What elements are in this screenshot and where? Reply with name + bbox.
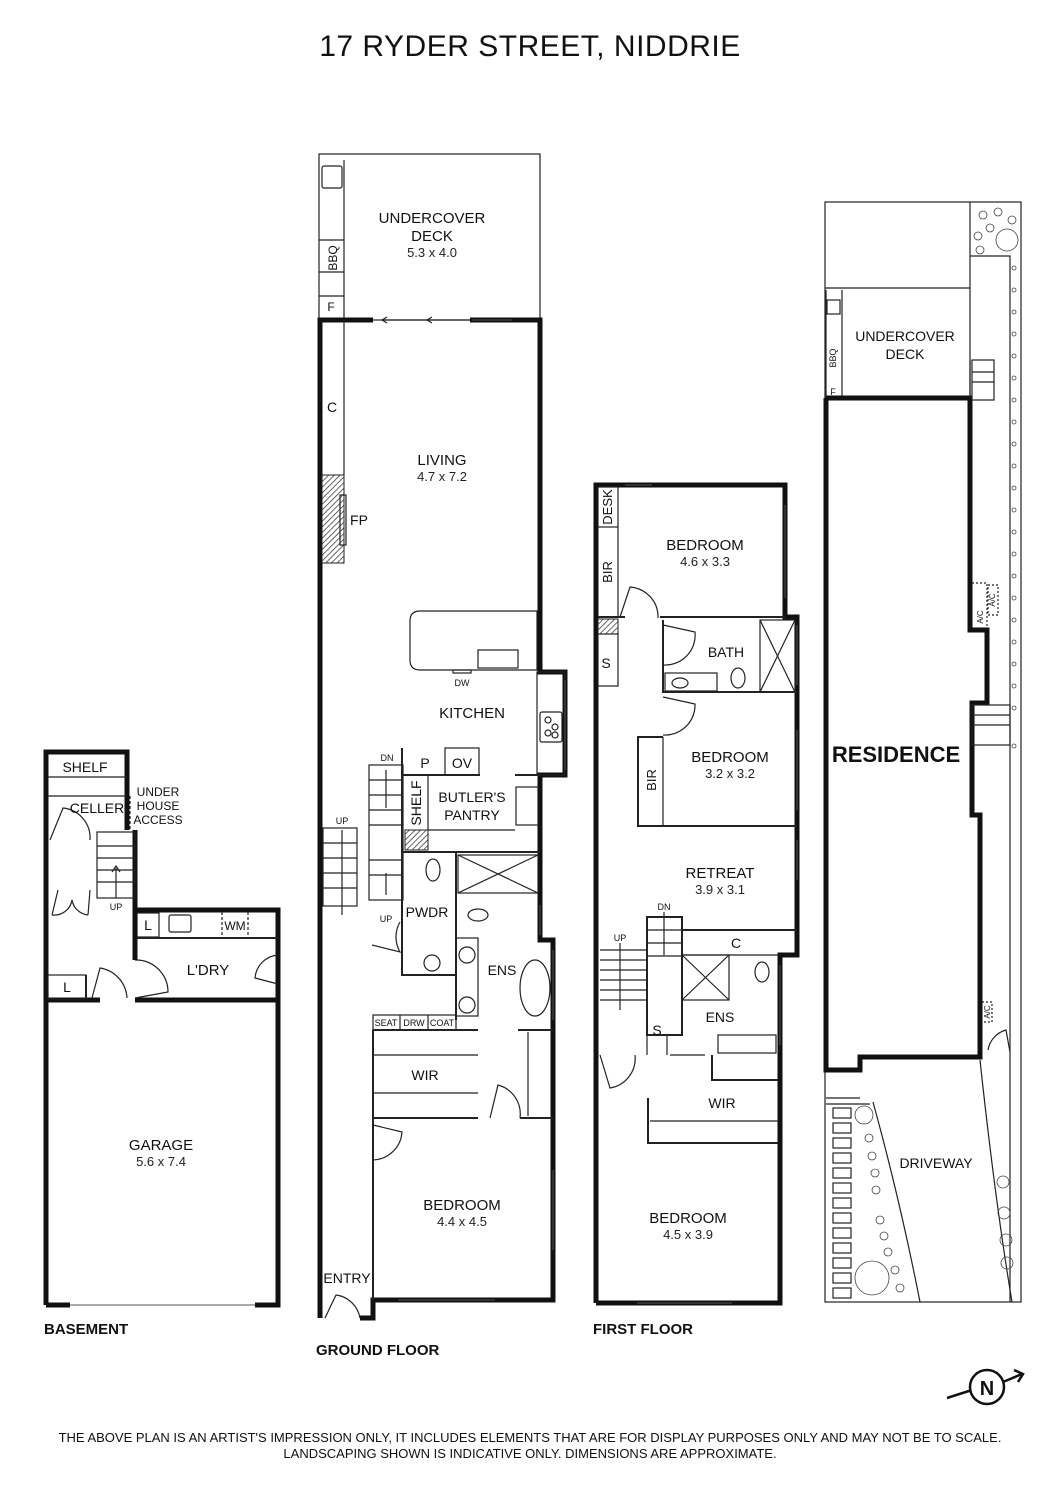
ac-unit-3-label: A/C	[983, 1005, 992, 1019]
under-house-access-label-2: HOUSE	[137, 799, 180, 813]
gf-ensuite-label: ENS	[488, 962, 517, 978]
basement-linen-1-label: L	[144, 917, 152, 933]
retreat-dimensions: 3.9 x 3.1	[695, 882, 745, 897]
ac-unit-1-label: A/C	[976, 610, 985, 624]
site-deck-label-1: UNDERCOVER	[855, 328, 955, 344]
pantry-p-label: P	[420, 755, 429, 771]
celler-label: CELLER	[70, 800, 124, 816]
butlers-pantry-label-2: PANTRY	[444, 807, 500, 823]
basement-plan: SHELF CELLER UNDER HOUSE ACCESS UP L L W…	[43, 749, 281, 1338]
ff-s-2-label: S	[652, 1022, 661, 1038]
ff-bedroom-2-dimensions: 3.2 x 3.2	[705, 766, 755, 781]
gf-up-label-2: UP	[380, 914, 393, 924]
ff-bir-1-label: BIR	[600, 561, 615, 583]
living-label: LIVING	[417, 452, 466, 469]
site-bbq-label: BBQ	[828, 348, 838, 367]
kitchen-label: KITCHEN	[439, 705, 505, 722]
residence-label: RESIDENCE	[832, 742, 960, 767]
basement-floor-label: BASEMENT	[44, 1321, 128, 1338]
basement-stairs-up-label: UP	[110, 902, 123, 912]
basement-linen-2-label: L	[63, 979, 71, 995]
ff-dn-label: DN	[658, 902, 671, 912]
first-floor-plan: DESK BIR BEDROOM 4.6 x 3.3 S BATH BIR BE…	[593, 482, 800, 1338]
site-deck-label-2: DECK	[886, 346, 926, 362]
compass-north-label: N	[980, 1378, 994, 1400]
disclaimer-line-2: LANDSCAPING SHOWN IS INDICATIVE ONLY. DI…	[283, 1446, 777, 1461]
ff-bedroom-1-dimensions: 4.6 x 3.3	[680, 554, 730, 569]
garage-dimensions: 5.6 x 7.4	[136, 1154, 186, 1169]
under-house-access-label-1: UNDER	[137, 785, 180, 799]
ff-s-1-label: S	[601, 655, 610, 671]
gf-dn-label: DN	[381, 753, 394, 763]
drawers-label: DRW	[403, 1018, 425, 1028]
ff-bir-2-label: BIR	[644, 769, 659, 791]
ff-ensuite-label: ENS	[706, 1009, 735, 1025]
first-floor-label: FIRST FLOOR	[593, 1321, 693, 1338]
butlers-pantry-label-1: BUTLER'S	[438, 789, 505, 805]
under-house-access-label-3: ACCESS	[133, 813, 182, 827]
gf-bedroom-label: BEDROOM	[423, 1197, 501, 1214]
garage-label: GARAGE	[129, 1137, 193, 1154]
ff-up-label: UP	[614, 933, 627, 943]
driveway-label: DRIVEWAY	[899, 1155, 973, 1171]
ff-bedroom-3-dimensions: 4.5 x 3.9	[663, 1227, 713, 1242]
gf-cupboard-label: C	[327, 399, 337, 415]
disclaimer: THE ABOVE PLAN IS AN ARTIST'S IMPRESSION…	[0, 1430, 1060, 1462]
ff-bedroom-3-label: BEDROOM	[649, 1210, 727, 1227]
coat-label: COAT	[430, 1018, 455, 1028]
living-dimensions: 4.7 x 7.2	[417, 469, 467, 484]
ff-wir-label: WIR	[708, 1095, 735, 1111]
oven-label: OV	[452, 755, 473, 771]
powder-room-label: PWDR	[406, 904, 449, 920]
site-plan: UNDERCOVER DECK BBQ F A/C A/C A/C RESIDE…	[823, 201, 1022, 1303]
basement-shelf-label: SHELF	[62, 759, 107, 775]
ac-unit-2-label: A/C	[988, 593, 997, 607]
gf-deck-dimensions: 5.3 x 4.0	[407, 245, 457, 260]
gf-up-label-1: UP	[336, 816, 349, 826]
disclaimer-line-1: THE ABOVE PLAN IS AN ARTIST'S IMPRESSION…	[58, 1430, 1002, 1445]
ff-bedroom-1-label: BEDROOM	[666, 537, 744, 554]
washing-machine-label: WM	[224, 919, 245, 933]
ff-cupboard-label: C	[731, 935, 741, 951]
gf-f-label: F	[327, 300, 334, 314]
gf-deck-label-1: UNDERCOVER	[379, 210, 486, 227]
gf-wir-label: WIR	[411, 1067, 438, 1083]
site-f-label: F	[830, 387, 836, 397]
retreat-label: RETREAT	[686, 865, 755, 882]
seat-label: SEAT	[375, 1018, 398, 1028]
ff-bedroom-2-label: BEDROOM	[691, 749, 769, 766]
gf-bedroom-dimensions: 4.4 x 4.5	[437, 1214, 487, 1229]
fireplace-label: FP	[350, 512, 368, 528]
entry-label: ENTRY	[323, 1270, 371, 1286]
dishwasher-label: DW	[455, 678, 470, 688]
bath-label: BATH	[708, 644, 744, 660]
desk-label: DESK	[600, 489, 615, 525]
gf-deck-label-2: DECK	[411, 228, 453, 245]
ground-floor-label: GROUND FLOOR	[316, 1342, 439, 1359]
north-arrow-icon: N	[946, 1368, 1025, 1406]
laundry-label: L'DRY	[187, 962, 230, 979]
property-title: 17 RYDER STREET, NIDDRIE	[319, 30, 741, 63]
ground-floor-plan: UNDERCOVER DECK 5.3 x 4.0 BBQ F C LIVING…	[316, 153, 568, 1359]
gf-bbq-label: BBQ	[326, 245, 340, 270]
gf-shelf-label: SHELF	[408, 780, 424, 825]
